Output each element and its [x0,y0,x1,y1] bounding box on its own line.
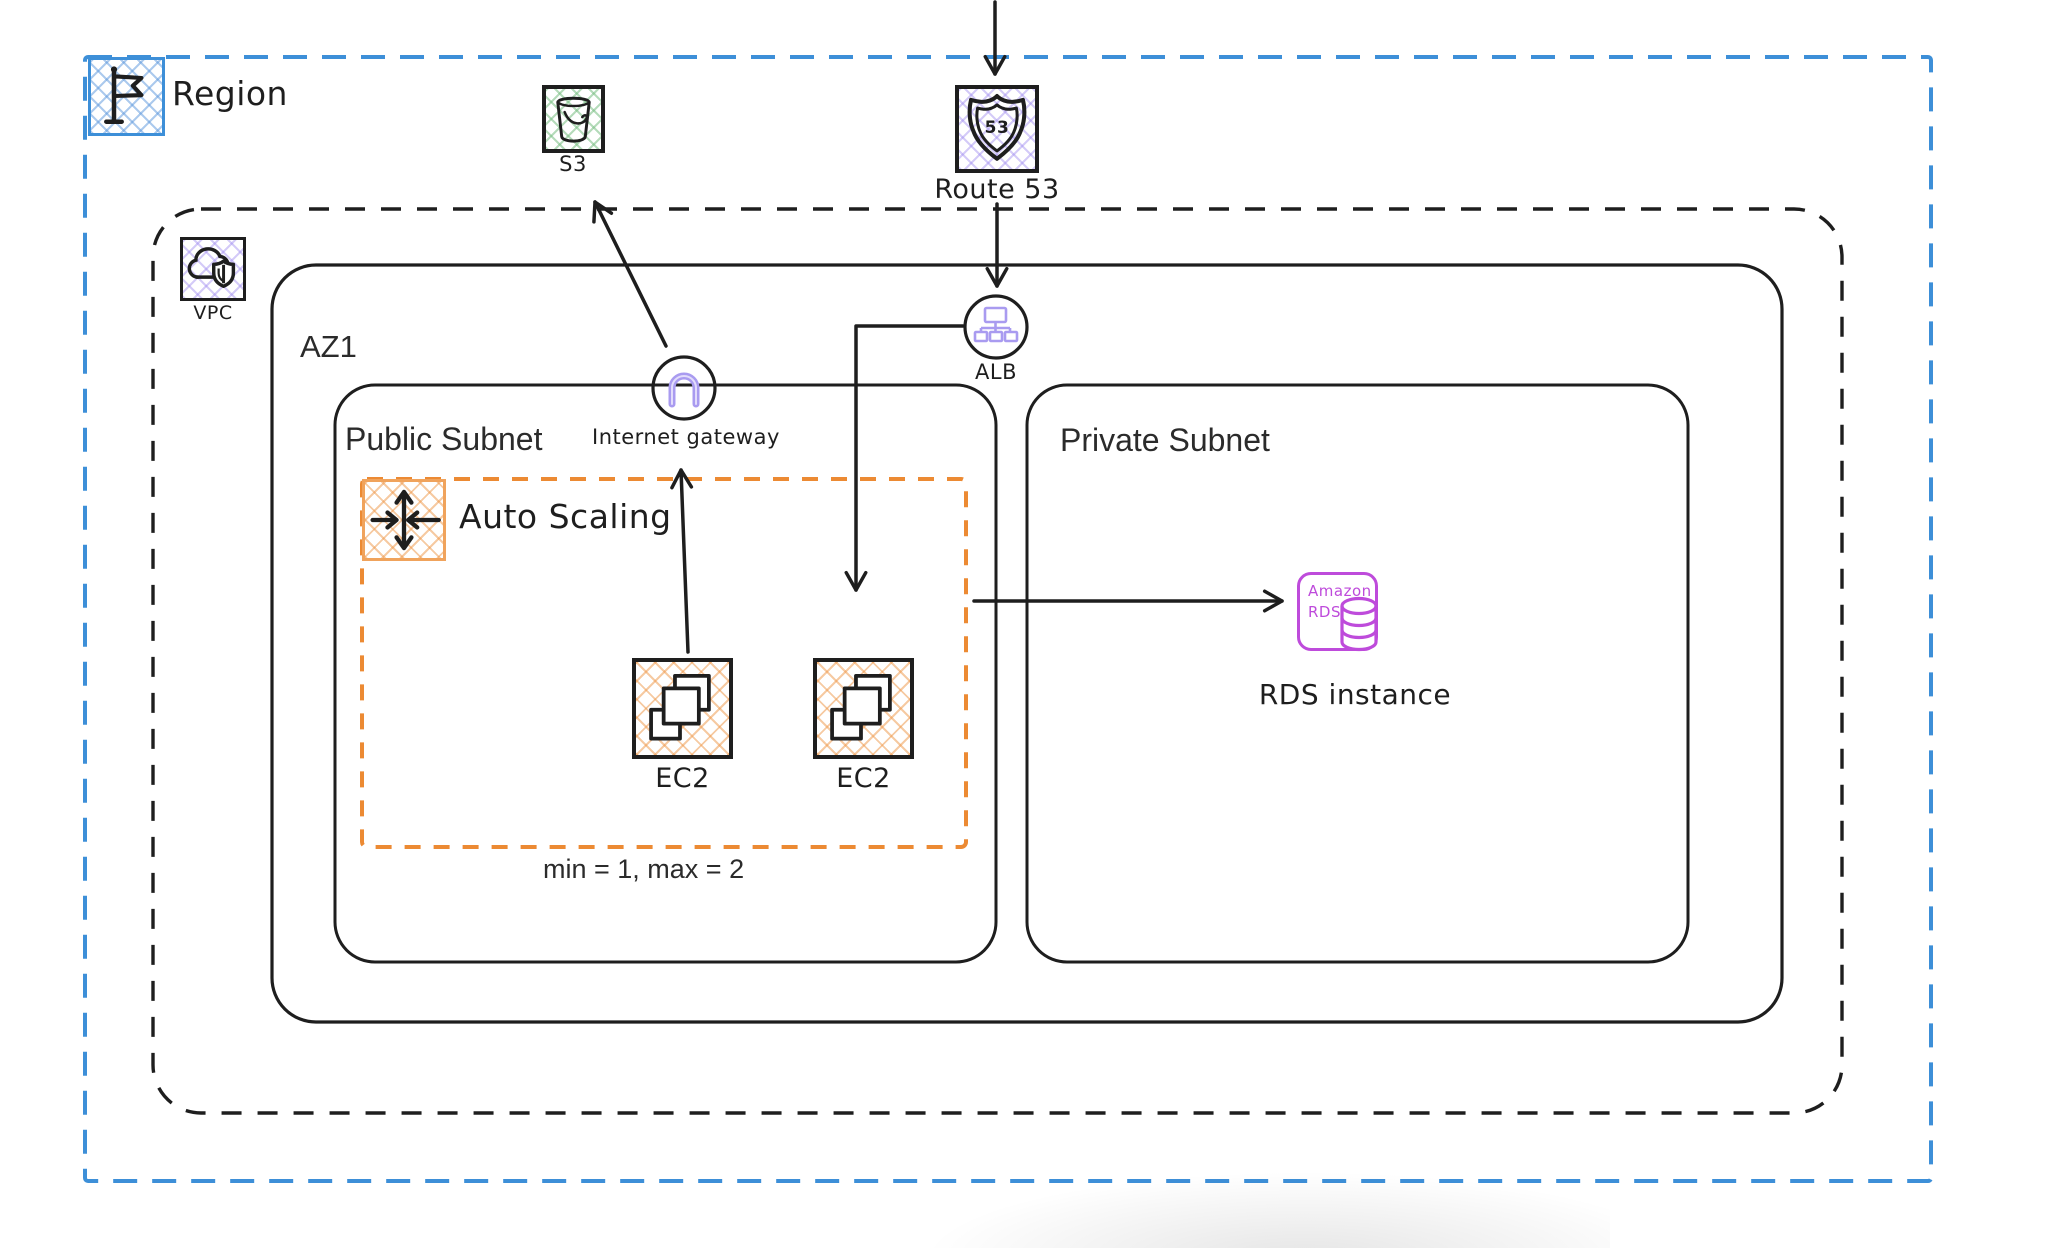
public-subnet-label: Public Subnet [345,421,543,457]
az1-label: AZ1 [300,329,357,364]
rds-icon-text-line2: RDS [1308,603,1341,621]
bucket-icon [556,96,591,143]
auto-scaling-note: min = 1, max = 2 [543,854,745,884]
s3-label: S3 [559,152,587,176]
scaling-arrows-icon [370,489,441,551]
edge-igw-to-s3[interactable] [592,200,668,348]
az1-box[interactable] [270,263,1784,1024]
vpc-iconbox[interactable] [180,237,246,301]
flag-icon [104,66,144,124]
route53-badge: 53 [984,118,1010,138]
internet-gateway-label: Internet gateway [592,425,780,449]
route53-label: Route 53 [934,174,1060,205]
route-shield-icon [967,94,1027,161]
alb-label: ALB [975,360,1017,384]
internet-gateway-circle[interactable] [651,355,717,421]
private-subnet-label: Private Subnet [1060,422,1270,458]
database-icon [1340,596,1378,652]
ec2-1-label: EC2 [655,763,710,794]
rds-database-cylinder[interactable] [1336,596,1382,654]
ec2-2-label: EC2 [836,763,891,794]
gateway-arch-icon [668,372,700,408]
instances-icon [830,673,892,741]
private-subnet-box[interactable] [1025,383,1690,964]
edge-alb-to-autoscaling[interactable] [844,324,965,592]
public-subnet-box[interactable] [333,383,998,964]
edge-ec2-to-igw[interactable] [670,468,694,654]
load-balancer-icon [973,306,1019,343]
instances-icon [649,673,711,741]
auto-scaling-label: Auto Scaling [459,497,672,536]
region-boundary[interactable] [83,55,1933,1183]
ec2-2-iconbox[interactable] [813,658,914,759]
vpc-label: VPC [193,302,233,324]
rds-label: RDS instance [1258,678,1452,711]
route53-iconbox[interactable]: 53 [955,85,1039,173]
canvas-shadow-smudge [930,1173,1610,1248]
auto-scaling-iconbox[interactable] [362,479,446,561]
cloud-shield-icon [187,247,236,289]
rds-icon-text-line1: Amazon [1308,582,1372,600]
s3-iconbox[interactable] [542,85,605,153]
region-flag-iconbox[interactable] [88,57,165,136]
auto-scaling-group-boundary[interactable] [360,477,968,849]
ec2-1-iconbox[interactable] [632,658,733,759]
region-label: Region [172,74,288,113]
